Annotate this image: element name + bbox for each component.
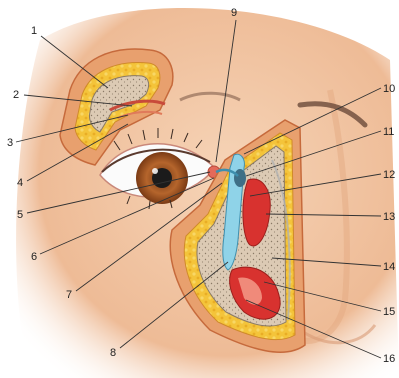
label-5: 5 [17,209,23,221]
label-1: 1 [31,25,37,37]
label-3: 3 [7,137,13,149]
label-16: 16 [383,353,395,365]
label-11: 11 [383,126,394,138]
label-7: 7 [66,289,72,301]
label-14: 14 [383,261,395,273]
label-10: 10 [383,83,395,95]
label-12: 12 [383,169,395,181]
label-9: 9 [231,7,237,19]
label-8: 8 [110,347,116,359]
lacrimal-sac [234,169,246,187]
label-2: 2 [13,89,19,101]
label-6: 6 [31,251,37,263]
label-13: 13 [383,211,395,223]
label-15: 15 [383,306,395,318]
label-4: 4 [17,177,23,189]
